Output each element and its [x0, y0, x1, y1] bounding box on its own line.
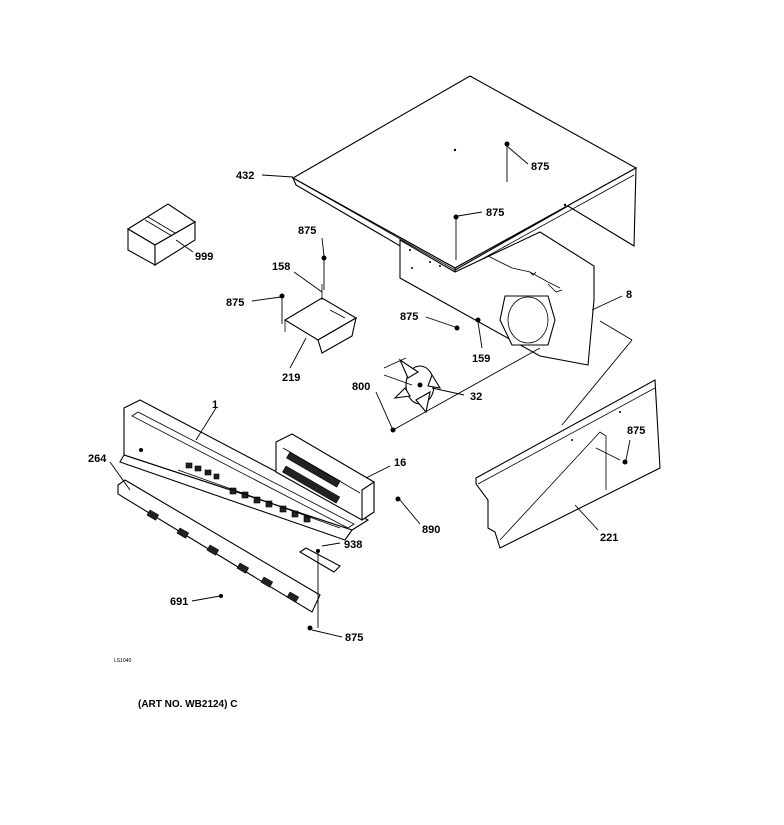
screw-fasteners: [219, 141, 628, 631]
callout-890: 890: [422, 524, 440, 536]
callout-16: 16: [394, 457, 406, 469]
callout-999: 999: [195, 251, 213, 263]
control-panel-frame-part: [119, 399, 370, 541]
top-cover-part: [291, 75, 638, 279]
side-panel-part: [475, 379, 661, 549]
callout-800: 800: [352, 381, 370, 393]
strip-bracket-part: [298, 547, 341, 573]
callout-8: 8: [626, 289, 632, 301]
control-board-part: [275, 433, 375, 522]
callout-159: 159: [472, 353, 490, 365]
fan-assembly-part: [383, 357, 442, 414]
bracket-part: [283, 284, 358, 354]
callout-264: 264: [88, 453, 107, 465]
callout-691: 691: [170, 596, 188, 608]
rear-panel-part: [399, 231, 595, 366]
art-code: LS1040: [114, 658, 131, 664]
callout-219: 219: [282, 372, 300, 384]
callout-158: 158: [272, 261, 290, 273]
callout-875-cover-front: 875: [486, 207, 504, 219]
art-number-footer: (ART NO. WB2124) C: [138, 699, 237, 710]
callout-875-bracket-top: 875: [298, 225, 316, 237]
callout-875-rear: 875: [400, 311, 418, 323]
callout-875-top-right: 875: [531, 161, 549, 173]
callout-1: 1: [212, 399, 218, 411]
callout-labels: 432 875 875 999 875 158 875 219 875 8 15…: [88, 161, 645, 710]
callout-875-side: 875: [627, 425, 645, 437]
callout-221: 221: [600, 532, 618, 544]
callout-432: 432: [236, 170, 254, 182]
callout-32: 32: [470, 391, 482, 403]
callout-875-bottom: 875: [345, 632, 363, 644]
callout-938: 938: [344, 539, 362, 551]
leader-lines: [109, 145, 633, 638]
kit-box-part: [126, 203, 197, 266]
callout-875-bracket-left: 875: [226, 297, 244, 309]
